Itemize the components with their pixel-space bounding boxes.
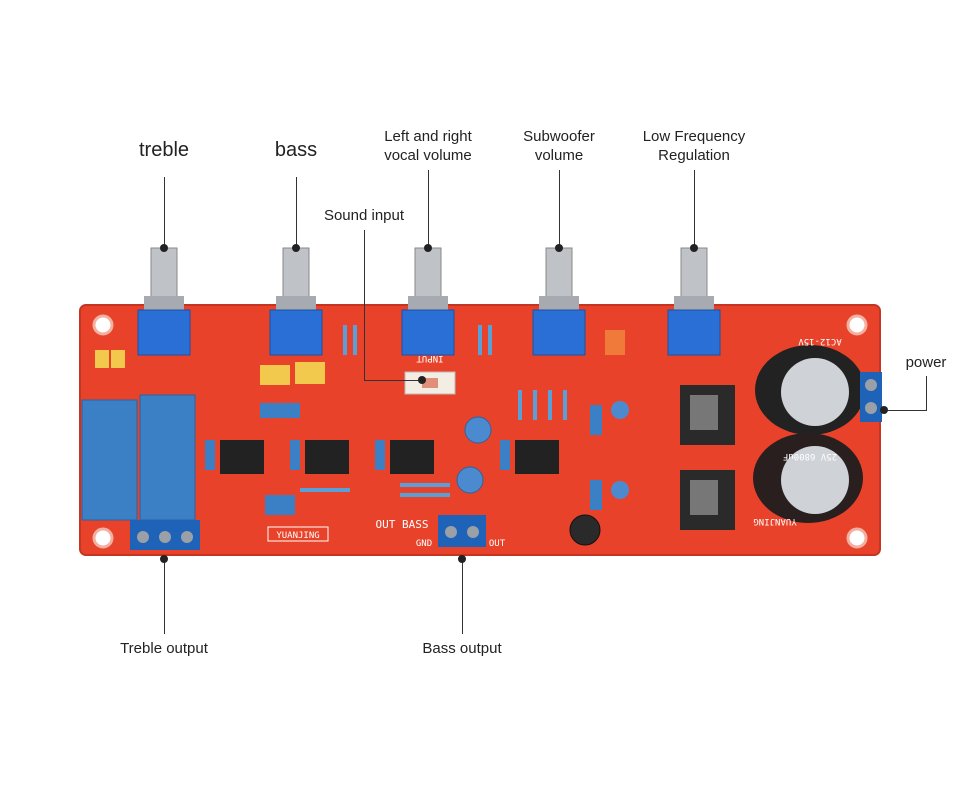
callout-line-treble [164, 177, 165, 247]
label-subwoofer-line2: volume [534, 146, 584, 164]
pcb-brand-left: YUANJING [276, 531, 319, 541]
callout-dot [458, 555, 466, 563]
callout-line-subwoofer [559, 170, 560, 247]
ic-chips [220, 440, 559, 474]
sound-input-connector [404, 371, 456, 395]
label-volume: Left and right vocal volume [368, 128, 488, 166]
pcb-brand-right: YUANJING [753, 516, 796, 526]
callout-dot [418, 376, 426, 384]
small-components [95, 330, 625, 515]
callout-line-low-frequency [694, 170, 695, 247]
label-subwoofer-line1: Subwoofer [523, 128, 595, 145]
callout-line-volume [428, 170, 429, 247]
callout-line-sound-input [364, 230, 365, 380]
callout-line-power-h [884, 410, 926, 411]
callout-line-power-v [926, 376, 927, 411]
power-capacitors [753, 345, 865, 523]
callout-dot [160, 244, 168, 252]
label-treble: treble [138, 139, 190, 161]
potentiometer-low-frequency [667, 247, 721, 356]
potentiometer-volume [401, 247, 455, 356]
power-terminal [860, 372, 882, 422]
pcb-ac: AC12-15V [798, 336, 842, 346]
voltage-regulators [680, 385, 735, 530]
pcb-out: OUT [489, 539, 506, 549]
potentiometer-subwoofer [532, 247, 586, 356]
potentiometer-bass [269, 247, 323, 356]
film-capacitor [139, 394, 196, 521]
electrolytic-capacitor [611, 481, 629, 499]
label-low-frequency-line2: Regulation [658, 146, 730, 164]
electrolytic-capacitor [611, 401, 629, 419]
callout-dot [160, 555, 168, 563]
label-bass-output: Bass output [422, 640, 502, 657]
treble-output-terminal [130, 520, 200, 550]
electrolytic-capacitor [569, 514, 601, 546]
potentiometer-treble [137, 247, 191, 356]
mounting-holes [92, 314, 868, 549]
pcb-out-bass: OUT BASS [376, 518, 429, 531]
callout-dot [880, 406, 888, 414]
bass-output-terminal [438, 515, 486, 547]
resistors [300, 325, 567, 497]
callout-line-bass [296, 177, 297, 247]
callout-dot [424, 244, 432, 252]
label-volume-line1: Left and right [384, 128, 472, 145]
label-sound-input: Sound input [323, 207, 405, 224]
label-bass: bass [274, 139, 318, 161]
film-capacitor [81, 399, 138, 521]
label-power: power [905, 354, 947, 371]
pcb-gnd: GND [416, 539, 432, 549]
electrolytic-capacitor [456, 466, 484, 494]
callout-line-treble-output [164, 558, 165, 634]
pcb-input: INPUT [416, 353, 444, 363]
label-volume-line2: vocal volume [384, 146, 472, 164]
label-low-frequency: Low Frequency Regulation [624, 128, 764, 166]
label-subwoofer: Subwoofer volume [499, 128, 619, 166]
callout-dot [690, 244, 698, 252]
callout-dot [292, 244, 300, 252]
electrolytic-capacitor [464, 416, 492, 444]
callout-line-bass-output [462, 558, 463, 634]
pcb-cap-rating: 25V 6800uF [783, 451, 837, 461]
callout-line-sound-input-h [364, 380, 422, 381]
label-treble-output: Treble output [120, 640, 208, 657]
label-low-frequency-line1: Low Frequency [642, 128, 746, 145]
callout-dot [555, 244, 563, 252]
